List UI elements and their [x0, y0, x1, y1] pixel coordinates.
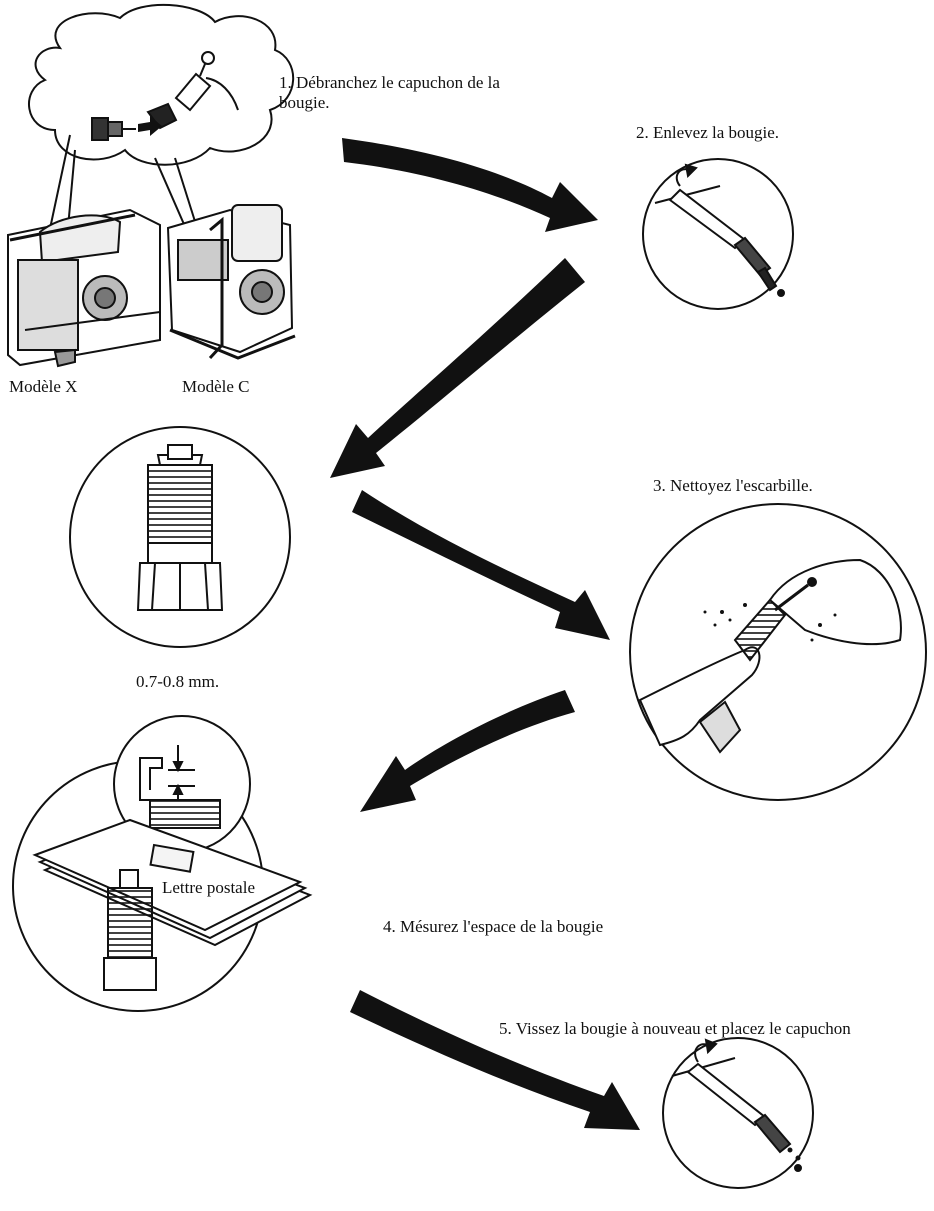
reinstall-plug-circle: [662, 1037, 814, 1189]
arrow-step2-to-plug: [330, 258, 585, 478]
arrow-plug-to-step3: [352, 490, 610, 640]
gauge-plug-icon: [103, 869, 157, 991]
model-c-label: Modèle C: [182, 377, 250, 396]
step4-text: 4. Mésurez l'espace de la bougie: [383, 917, 604, 936]
model-x-label: Modèle X: [9, 377, 78, 396]
spark-plug-cap-icon: [91, 51, 239, 141]
flow-arrows: [330, 138, 640, 1130]
small-right-arrow-icon: [138, 116, 162, 136]
debris-particles: [703, 603, 837, 642]
gap-detail-icon: [139, 745, 221, 829]
generator-model-x-icon: [7, 208, 161, 368]
arrow-step3-to-step4: [360, 690, 575, 812]
spark-plug-icon: [136, 444, 224, 611]
step3-text: 3. Nettoyez l'escarbille.: [653, 476, 813, 495]
step1-text-line1: 1. Débranchez le capuchon de la: [279, 73, 500, 92]
arrow-step4-to-step5: [350, 990, 640, 1130]
cleaning-hands-icon: [638, 558, 902, 754]
step1-text-line2: bougie.: [279, 93, 330, 112]
arrow-step1-to-step2: [342, 138, 598, 232]
generator-model-c-icon: [166, 204, 296, 360]
step2-text: 2. Enlevez la bougie.: [636, 123, 780, 142]
spark-plug-wrench-icon: [654, 163, 785, 297]
step5-text: 5. Vissez la bougie à nouveau et placez …: [499, 1019, 851, 1038]
gap-spec-label: 0.7-0.8 mm.: [136, 672, 220, 691]
clean-plug-circle: [629, 503, 927, 801]
reinstall-wrench-icon: [671, 1038, 802, 1172]
postcard-label: Lettre postale: [160, 878, 257, 898]
